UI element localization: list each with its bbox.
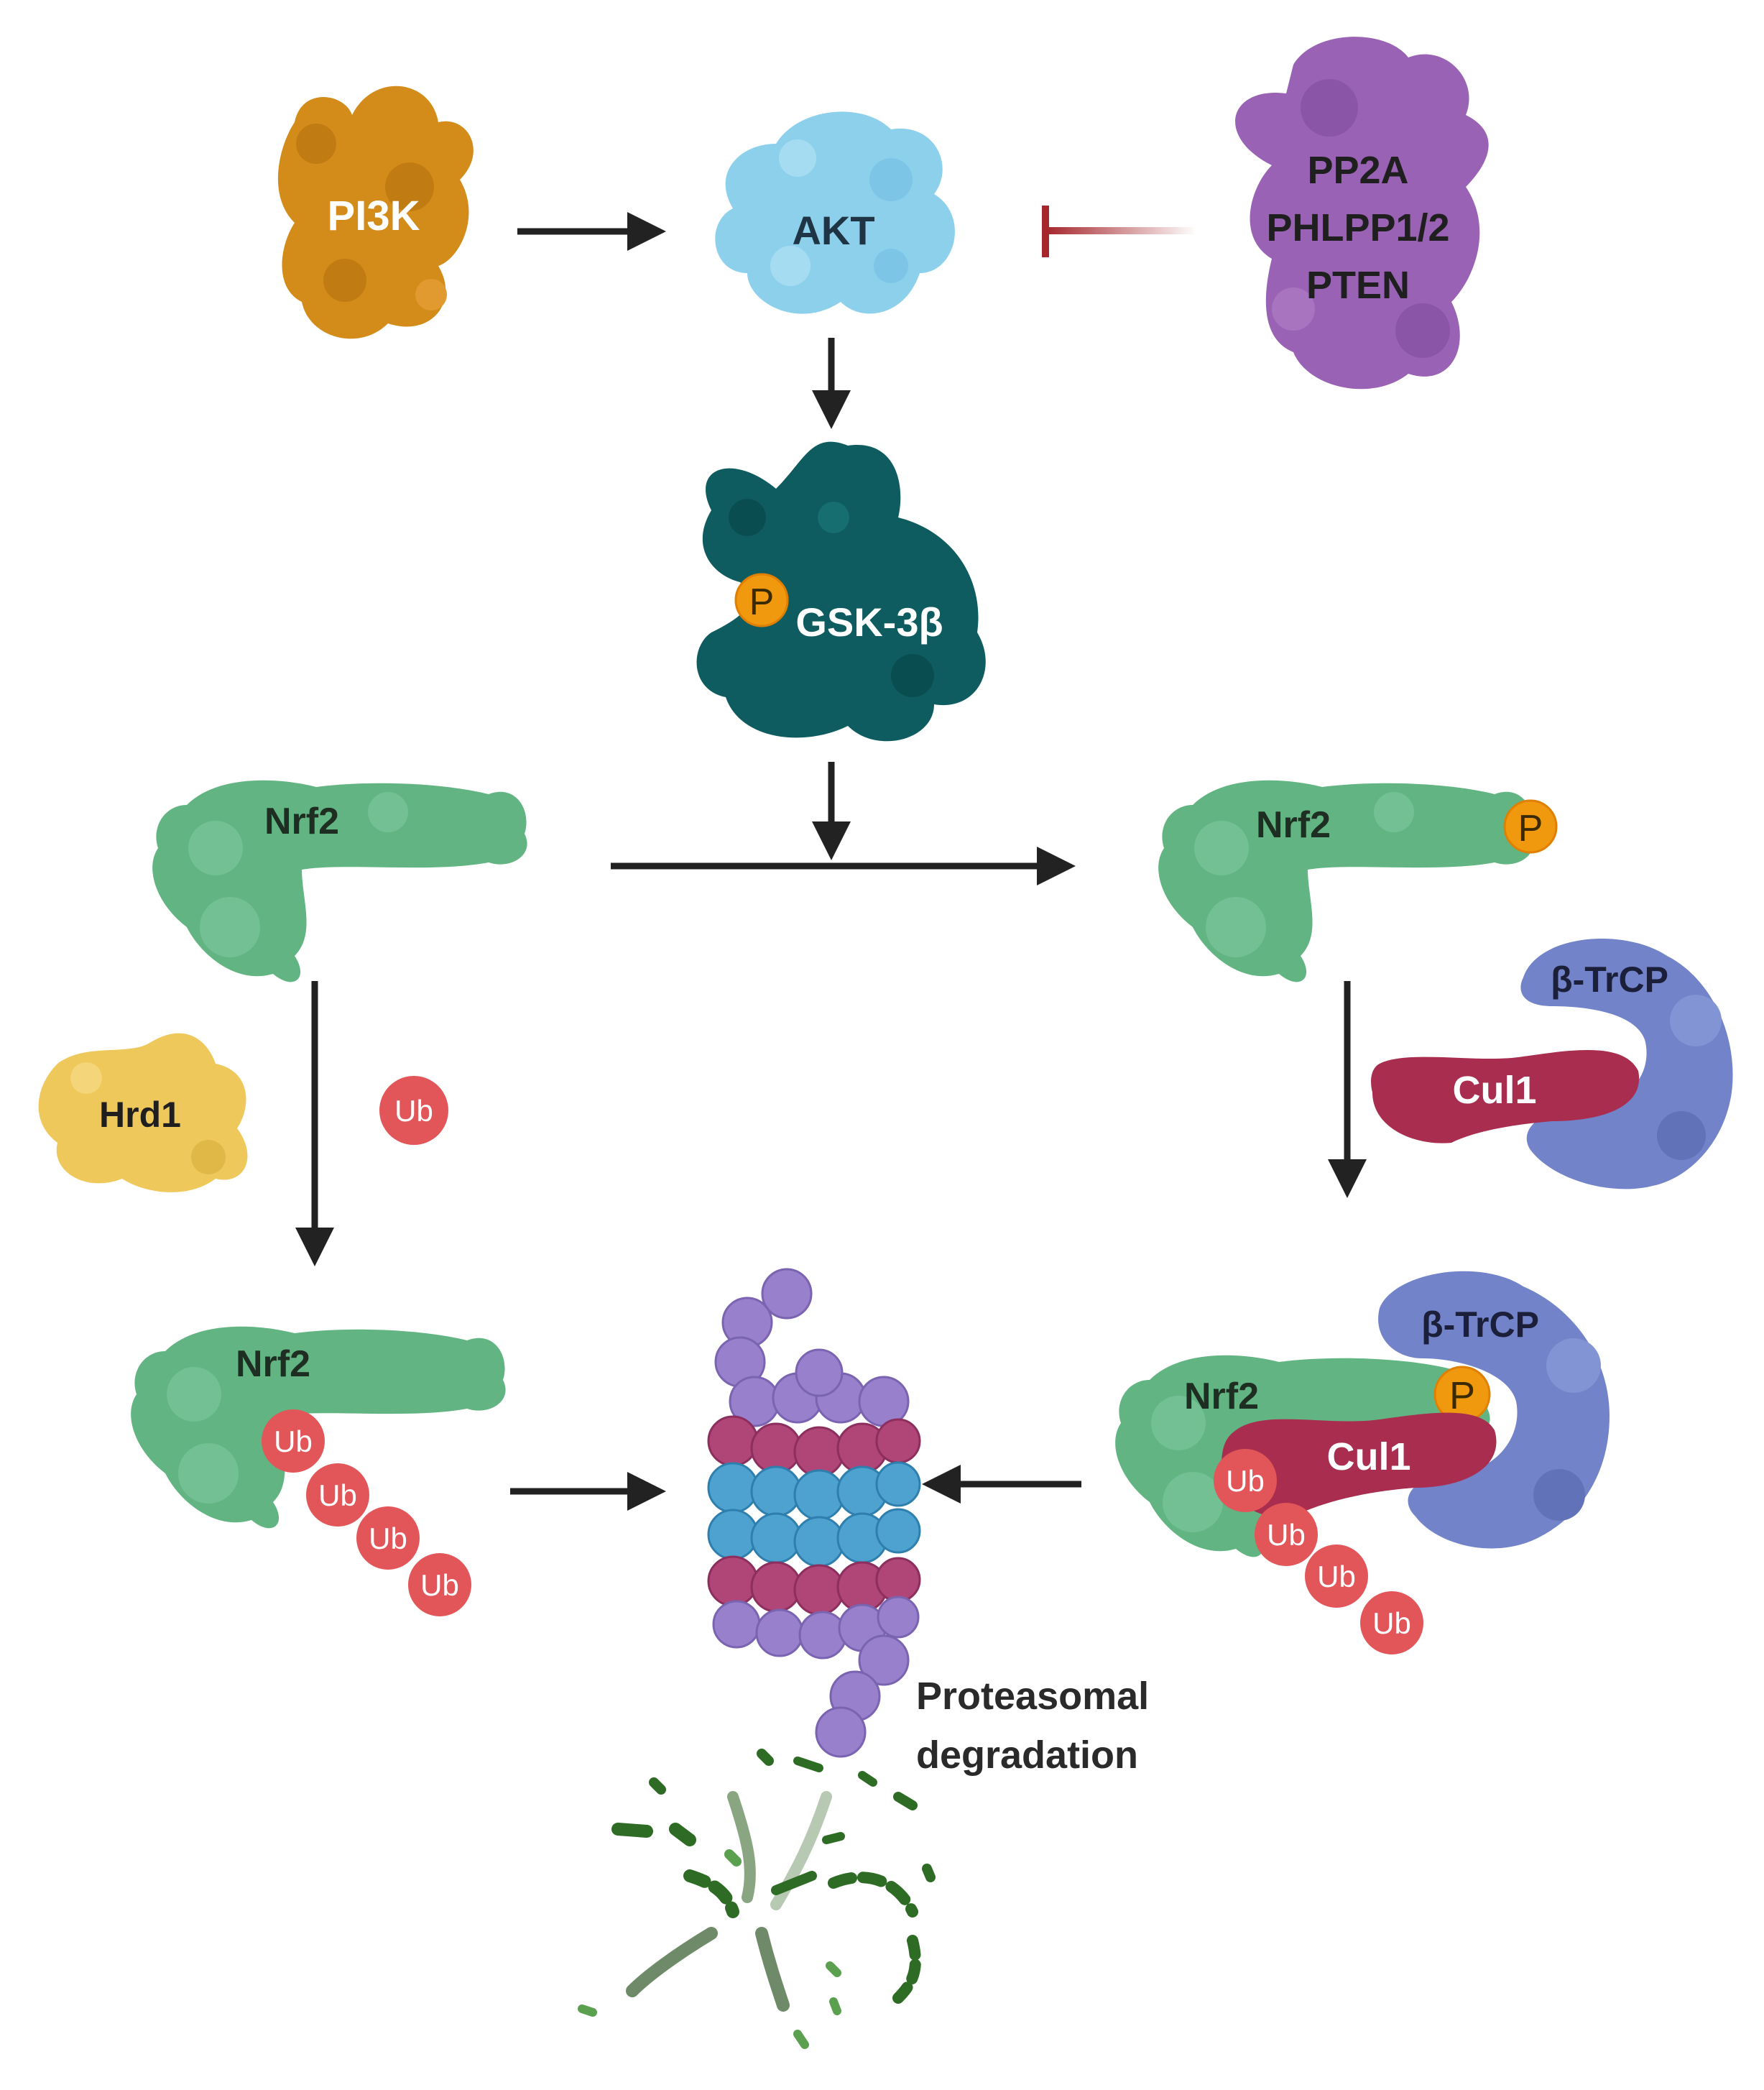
ub-chain-right: Ub Ub Ub Ub [1214,1449,1423,1654]
gsk3b-phospho-badge [734,573,789,627]
hrd1-protein: Hrd1 [38,1033,248,1192]
btrcp-bottom-label: β-TrCP [1421,1304,1539,1345]
pi3k-protein: PI3K [277,86,474,339]
akt-label: AKT [792,208,874,253]
hrd1-label: Hrd1 [99,1095,181,1135]
gsk3b-protein: P GSK-3β [696,441,986,742]
ub-chain-left: Ub Ub Ub Ub [262,1409,471,1616]
nrf2-right-phospho-label: P [1518,808,1543,850]
nrf2-left: Nrf2 [152,780,527,982]
ub-chain-right-1: Ub [1226,1464,1265,1498]
degraded-fragments [578,1749,936,2049]
proteasome [707,1268,921,1758]
phosphatase-complex: PP2A PHLPP1/2 PTEN [1235,37,1489,390]
nrf2-left-label: Nrf2 [264,801,339,842]
cul1-bottom-label: Cul1 [1326,1435,1410,1478]
ub-free-label: Ub [394,1094,433,1128]
ub-chain-right-2: Ub [1267,1518,1306,1552]
degradation-label-2: degradation [916,1734,1138,1777]
ub-chain-left-1: Ub [274,1424,313,1458]
nrf2-right: Nrf2 P [1158,780,1558,982]
ub-chain-left-2: Ub [318,1478,357,1512]
btrcp-cul1-complex: β-TrCP Cul1 [1371,939,1733,1189]
nrf2-bottom-right-phospho-label: P [1449,1374,1475,1417]
nrf2-bottom-right-label: Nrf2 [1184,1376,1259,1417]
ub-chain-left-3: Ub [369,1522,407,1555]
nrf2-right-phospho-badge [1503,799,1558,854]
inhibition-phosphatase-akt [1042,206,1196,257]
ub-chain-right-3: Ub [1317,1560,1356,1593]
gsk3b-label: GSK-3β [795,599,943,645]
gsk3b-phospho-label: P [749,581,775,623]
nrf2-ub-left: Nrf2 Ub Ub Ub Ub [131,1326,506,1616]
nrf2-ub-left-label: Nrf2 [236,1343,310,1385]
ub-free: Ub [379,1076,448,1145]
cul1-top-label: Cul1 [1452,1069,1536,1112]
nrf2-right-label: Nrf2 [1256,804,1331,846]
nrf2-scf-complex: β-TrCP Nrf2 P Cul1 Ub Ub Ub Ub [1115,1271,1610,1654]
ub-chain-right-4: Ub [1372,1606,1411,1640]
akt-protein: AKT [715,111,955,314]
phosphatase-label-2: PHLPP1/2 [1266,206,1449,249]
phosphatase-label-3: PTEN [1306,264,1410,307]
phosphatase-label-1: PP2A [1307,149,1408,192]
pi3k-label: PI3K [328,193,420,239]
ub-chain-left-4: Ub [420,1568,459,1602]
degradation-label-1: Proteasomal [916,1675,1149,1718]
btrcp-top-label: β-TrCP [1551,959,1668,1000]
